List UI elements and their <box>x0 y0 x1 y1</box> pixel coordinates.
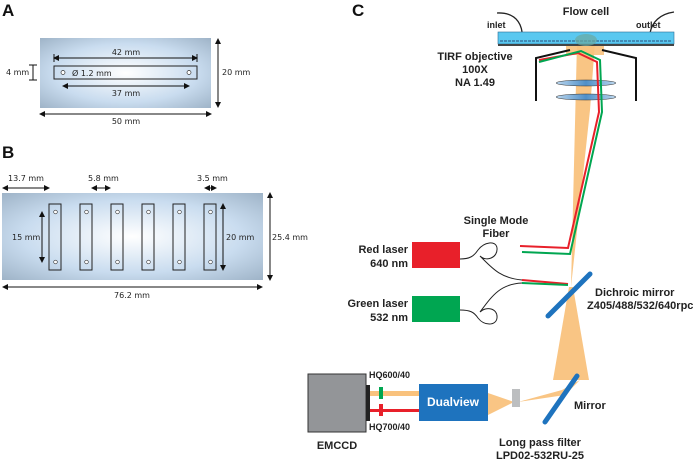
channel-hole <box>53 259 58 265</box>
panel-c-label: C <box>352 1 364 20</box>
dim-edge-offset: 13.7 mm <box>8 174 44 183</box>
channel-hole <box>208 209 213 215</box>
filter-top-label: HQ600/40 <box>369 370 410 380</box>
dim-slide-width-b: 76.2 mm <box>114 291 150 300</box>
inlet-hole <box>60 70 66 75</box>
red-laser <box>412 242 460 268</box>
objective-lens-2 <box>555 93 617 101</box>
green-laser <box>412 296 460 322</box>
objective-label-line2: 100X <box>462 64 488 76</box>
green-fiber-output <box>521 282 569 286</box>
emccd-label: EMCCD <box>317 440 357 452</box>
panel-b: B 13.7 mm 5.8 mm 3.5 mm 15 mm 20 mm 25.4… <box>2 143 308 300</box>
slide-a <box>40 38 211 108</box>
objective-left-wall <box>535 49 571 101</box>
mirror-label: Mirror <box>574 400 607 412</box>
green-laser-label-line2: 532 nm <box>370 312 408 324</box>
channel-hole <box>115 209 120 215</box>
fiber-label-line1: Single Mode <box>464 215 529 227</box>
channel-hole <box>177 209 182 215</box>
hq600-filter <box>379 387 383 399</box>
channel-hole <box>146 259 151 265</box>
dim-slide-height-b: 25.4 mm <box>272 233 308 242</box>
green-fiber <box>459 282 523 325</box>
channel-b <box>172 203 186 271</box>
emccd-camera <box>307 373 367 433</box>
dim-slide-width: 50 mm <box>112 117 141 126</box>
objective-label-line1: TIRF objective <box>437 51 512 63</box>
dim-hole-diameter: Ø 1.2 mm <box>72 68 112 78</box>
objective-right-wall <box>601 49 637 101</box>
fiber-label-line2: Fiber <box>483 228 511 240</box>
channel-hole <box>115 259 120 265</box>
channel-b <box>203 203 217 271</box>
outlet-label: outlet <box>636 20 661 30</box>
immersion-oil <box>575 34 597 46</box>
green-excitation-beam <box>521 49 604 256</box>
panel-c: C Flow cell inlet outlet TIRF objective … <box>307 1 693 460</box>
channel-b <box>48 203 62 271</box>
outlet-tube <box>649 11 675 34</box>
channel-bottom-beam <box>368 409 419 412</box>
dim-channel-length-b: 20 mm <box>226 233 255 242</box>
flow-cell-title: Flow cell <box>563 6 609 18</box>
channel-b <box>79 203 93 271</box>
dim-channel-gap: 5.8 mm <box>88 174 119 183</box>
inlet-label: inlet <box>487 20 506 30</box>
dim-hole-spacing: 37 mm <box>112 89 141 98</box>
filter-label-line1: Long pass filter <box>499 437 582 449</box>
channel-hole <box>84 259 89 265</box>
objective-lens-1 <box>555 79 617 87</box>
red-fiber-output <box>521 279 569 285</box>
channel-b <box>141 203 155 271</box>
dualview <box>419 384 488 421</box>
dualview-label: Dualview <box>427 395 480 409</box>
panel-a-label: A <box>2 1 14 20</box>
red-fiber <box>459 242 523 281</box>
channel-top-beam <box>368 391 419 396</box>
channel-hole <box>84 209 89 215</box>
panel-a: A 42 mm Ø 1.2 mm 37 mm 4 mm 20 mm 50 mm <box>2 1 251 126</box>
emission-beam-upper <box>571 42 595 287</box>
panel-b-label: B <box>2 143 14 162</box>
long-pass-filter <box>512 389 520 407</box>
emccd-sensor-window <box>366 385 370 421</box>
mirror <box>542 373 580 425</box>
channel-hole <box>177 259 182 265</box>
emission-beam-lower <box>553 287 589 380</box>
green-laser-label-line1: Green laser <box>347 298 408 310</box>
hq700-filter <box>379 404 383 416</box>
channel-hole <box>208 259 213 265</box>
dim-slide-height: 20 mm <box>222 68 251 77</box>
channel-a <box>53 65 198 80</box>
slide-b <box>2 193 263 280</box>
dim-hole-spacing-b: 15 mm <box>12 233 41 242</box>
filter-label-line2: LPD02-532RU-25 <box>496 450 584 460</box>
dichroic-mirror <box>545 271 593 319</box>
outlet-hole <box>186 70 192 75</box>
dim-channel-length: 42 mm <box>112 48 141 57</box>
channel-hole <box>53 209 58 215</box>
channel-b <box>110 203 124 271</box>
emission-beam-to-dualview <box>488 393 514 415</box>
red-laser-label-line1: Red laser <box>358 244 408 256</box>
red-laser-label-line2: 640 nm <box>370 258 408 270</box>
dichroic-label-line1: Dichroic mirror <box>595 287 675 299</box>
dichroic-label-line2: Z405/488/532/640rpc <box>587 300 693 312</box>
channel-hole <box>146 209 151 215</box>
filter-bottom-label: HQ700/40 <box>369 422 410 432</box>
dim-channel-width-b: 3.5 mm <box>197 174 228 183</box>
dim-channel-width: 4 mm <box>6 68 29 77</box>
objective-label-line3: NA 1.49 <box>455 77 495 89</box>
